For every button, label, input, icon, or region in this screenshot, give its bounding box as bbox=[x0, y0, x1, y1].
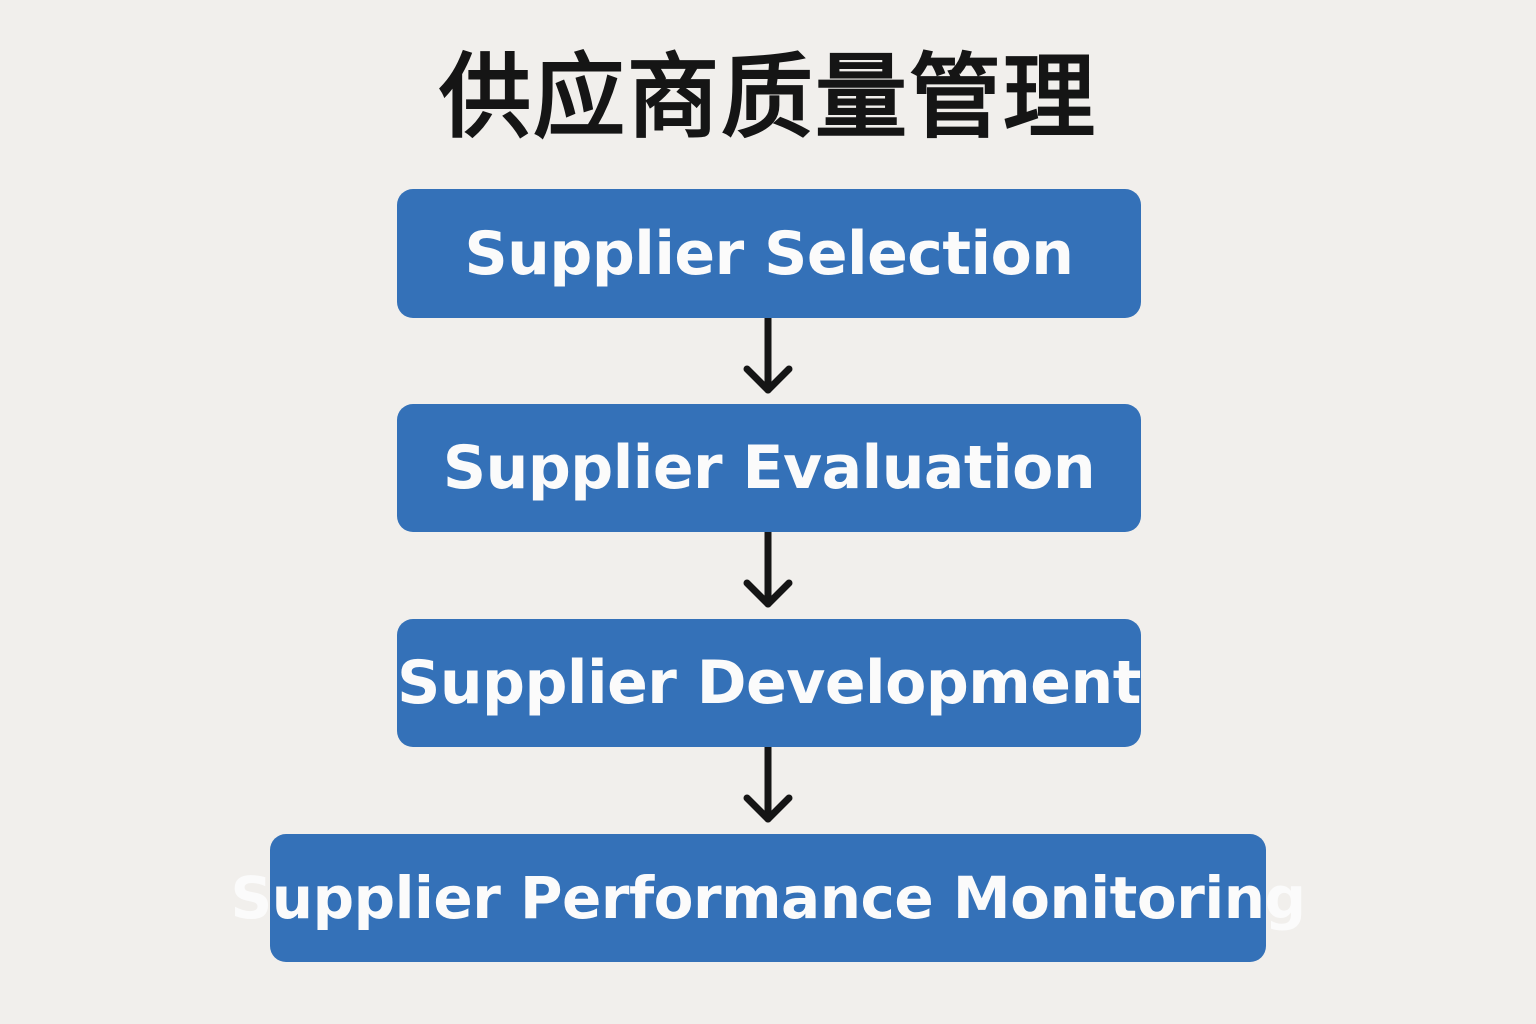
step-supplier-selection: Supplier Selection bbox=[397, 189, 1141, 318]
arrow-down-icon bbox=[743, 747, 793, 823]
step-supplier-development: Supplier Development bbox=[397, 619, 1141, 747]
arrow-down-icon bbox=[743, 318, 793, 394]
step-supplier-performance-monitoring: Supplier Performance Monitoring bbox=[231, 834, 1306, 962]
step-label: Supplier Development bbox=[397, 648, 1141, 718]
step-supplier-evaluation: Supplier Evaluation bbox=[397, 404, 1141, 532]
step-label: Supplier Selection bbox=[464, 218, 1074, 289]
step-label: Supplier Performance Monitoring bbox=[230, 864, 1307, 932]
step-label: Supplier Evaluation bbox=[442, 433, 1096, 503]
arrow-down-icon bbox=[743, 532, 793, 608]
diagram-title: 供应商质量管理 bbox=[438, 44, 1097, 151]
